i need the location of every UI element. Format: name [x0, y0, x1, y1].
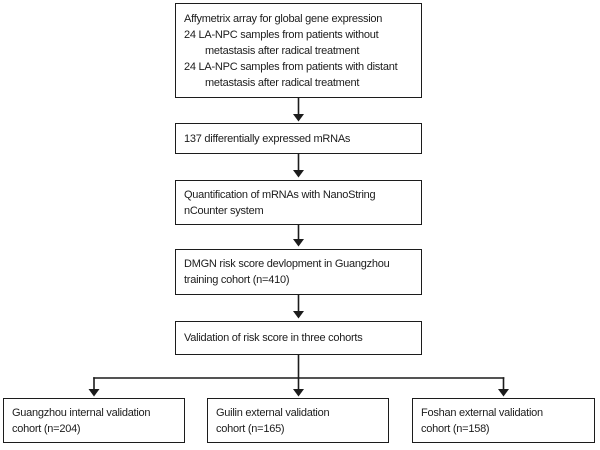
box-text-line: Guangzhou internal validation	[12, 406, 151, 419]
box-text-line: Guilin external validation	[216, 406, 330, 419]
box-validation-three-cohorts: Validation of risk score in three cohort…	[175, 321, 422, 355]
arrowhead-mrnas-to-nanostring	[293, 170, 304, 178]
box-text-line: training cohort (n=410)	[184, 274, 290, 286]
box-guangzhou-internal-validation: Guangzhou internal validation cohort (n=…	[3, 398, 185, 443]
box-text-line: cohort (n=158)	[421, 422, 490, 435]
box-affymetrix-array: Affymetrix array for global gene express…	[175, 3, 422, 98]
box-text-line: 137 differentially expressed mRNAs	[184, 132, 351, 145]
arrowhead-branch-to-guilin	[293, 389, 304, 397]
box-text-line: 24 LA-NPC samples from patients without	[184, 29, 379, 41]
box-text-line: Validation of risk score in three cohort…	[184, 332, 363, 344]
box-text-line: Quantification of mRNAs with NanoString	[184, 188, 376, 201]
box-text-line: cohort (n=204)	[12, 422, 81, 435]
box-nanostring-quantification: Quantification of mRNAs with NanoString …	[175, 180, 422, 225]
box-text-line: 24 LA-NPC samples from patients with dis…	[184, 61, 398, 73]
box-text-line: metastasis after radical treatment	[205, 45, 360, 57]
box-foshan-external-validation: Foshan external validation cohort (n=158…	[412, 398, 595, 443]
box-text-line: metastasis after radical treatment	[205, 77, 360, 89]
box-text-line: nCounter system	[184, 204, 264, 217]
arrowhead-affymetrix-to-mrnas	[293, 114, 304, 122]
arrowhead-branch-to-guangzhou	[88, 389, 100, 397]
arrowhead-nanostring-to-training	[293, 239, 304, 247]
box-dmgn-risk-score-training: DMGN risk score devlopment in Guangzhou …	[175, 249, 422, 295]
box-guilin-external-validation: Guilin external validation cohort (n=165…	[207, 398, 389, 443]
arrowhead-branch-to-foshan	[498, 389, 509, 397]
box-text-line: Affymetrix array for global gene express…	[184, 13, 383, 25]
arrowhead-training-to-validation	[293, 311, 304, 319]
box-text-line: DMGN risk score devlopment in Guangzhou	[184, 258, 390, 270]
box-differentially-expressed-mrnas: 137 differentially expressed mRNAs	[175, 123, 422, 154]
box-text-line: Foshan external validation	[421, 406, 543, 419]
box-text-line: cohort (n=165)	[216, 422, 285, 435]
